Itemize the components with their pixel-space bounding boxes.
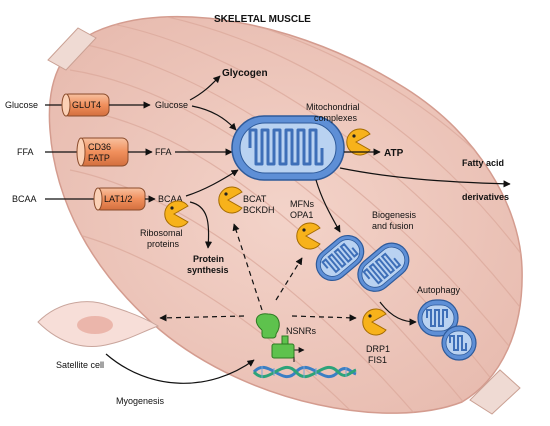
- autophagy-label: Autophagy: [417, 285, 461, 295]
- transporter-lat12: LAT1/2: [93, 187, 146, 211]
- nsnrs-label: NSNRs: [286, 326, 317, 336]
- mito-complexes-line2: complexes: [314, 113, 358, 123]
- arrow-bcaa-to-protein: [189, 201, 213, 249]
- fis1-label: FIS1: [368, 355, 387, 365]
- myogenesis-label: Myogenesis: [116, 396, 165, 406]
- fatty-acid-line2: derivatives: [462, 192, 509, 202]
- bcat-label: BCAT: [243, 194, 267, 204]
- arrow-mito-to-biogenesis: [315, 179, 341, 233]
- drp1-label: DRP1: [366, 344, 390, 354]
- mitochondrion-main: [231, 115, 345, 181]
- nsnr-signaling-arrows: [159, 223, 357, 322]
- diagram-title: SKELETAL MUSCLE: [214, 14, 311, 25]
- fatp-label: FATP: [88, 153, 110, 163]
- fatty-acid-line1: Fatty acid: [462, 158, 504, 168]
- mitochondrion-fusion-2: [357, 242, 410, 292]
- nsnr-receptor-icon: [255, 313, 295, 359]
- mito-complexes-line1: Mitochondrial: [306, 102, 360, 112]
- protein-synthesis-line2: synthesis: [187, 265, 229, 275]
- glut4-label: GLUT4: [72, 100, 101, 110]
- mitochondrion-autophagy-2: [441, 325, 477, 361]
- arrow-myogenesis: [105, 353, 255, 384]
- satellite-cell-label: Satellite cell: [56, 360, 104, 370]
- satellite-cell: [37, 301, 160, 347]
- enzyme-drp1-icon: [362, 308, 387, 336]
- mitochondrion-autophagy-1: [417, 299, 459, 337]
- input-glucose-label: Glucose: [5, 100, 38, 110]
- intermediate-ffa: FFA: [155, 147, 172, 157]
- input-bcaa-label: BCAA: [12, 194, 37, 204]
- atp-label: ATP: [384, 148, 404, 159]
- muscle-body: [47, 15, 523, 415]
- bckdh-label: BCKDH: [243, 205, 275, 215]
- transporter-cd36-fatp: CD36 FATP: [76, 137, 129, 167]
- lat12-label: LAT1/2: [104, 194, 132, 204]
- opa1-label: OPA1: [290, 210, 313, 220]
- arrow-to-autophagy: [379, 301, 417, 326]
- cd36-label: CD36: [88, 142, 111, 152]
- arrow-bcaa-to-mito: [185, 169, 239, 197]
- intermediate-glucose: Glucose: [155, 100, 188, 110]
- biogenesis-line1: Biogenesis: [372, 210, 417, 220]
- biogenesis-line2: and fusion: [372, 221, 414, 231]
- arrow-mito-to-fatty-acid: [339, 167, 511, 188]
- intermediate-bcaa: BCAA: [158, 194, 183, 204]
- arrow-glucose-to-glycogen: [189, 75, 221, 101]
- dna-helix-icon: [252, 365, 357, 379]
- enzyme-mito-complexes-icon: [346, 128, 371, 156]
- mfns-label: MFNs: [290, 199, 314, 209]
- enzyme-ribosomal-icon: [164, 200, 189, 228]
- ribosomal-line1: Ribosomal: [140, 228, 183, 238]
- input-ffa-label: FFA: [17, 147, 34, 157]
- enzyme-mfns-icon: [296, 222, 321, 250]
- ribosomal-line2: proteins: [147, 239, 180, 249]
- glycogen-label: Glycogen: [222, 68, 268, 79]
- mitochondrion-fusion-1: [315, 234, 365, 282]
- enzyme-bcat-icon: [218, 186, 243, 214]
- protein-synthesis-line1: Protein: [193, 254, 224, 264]
- transporter-glut4: GLUT4: [61, 93, 110, 117]
- arrow-glucose-to-mito: [191, 105, 237, 131]
